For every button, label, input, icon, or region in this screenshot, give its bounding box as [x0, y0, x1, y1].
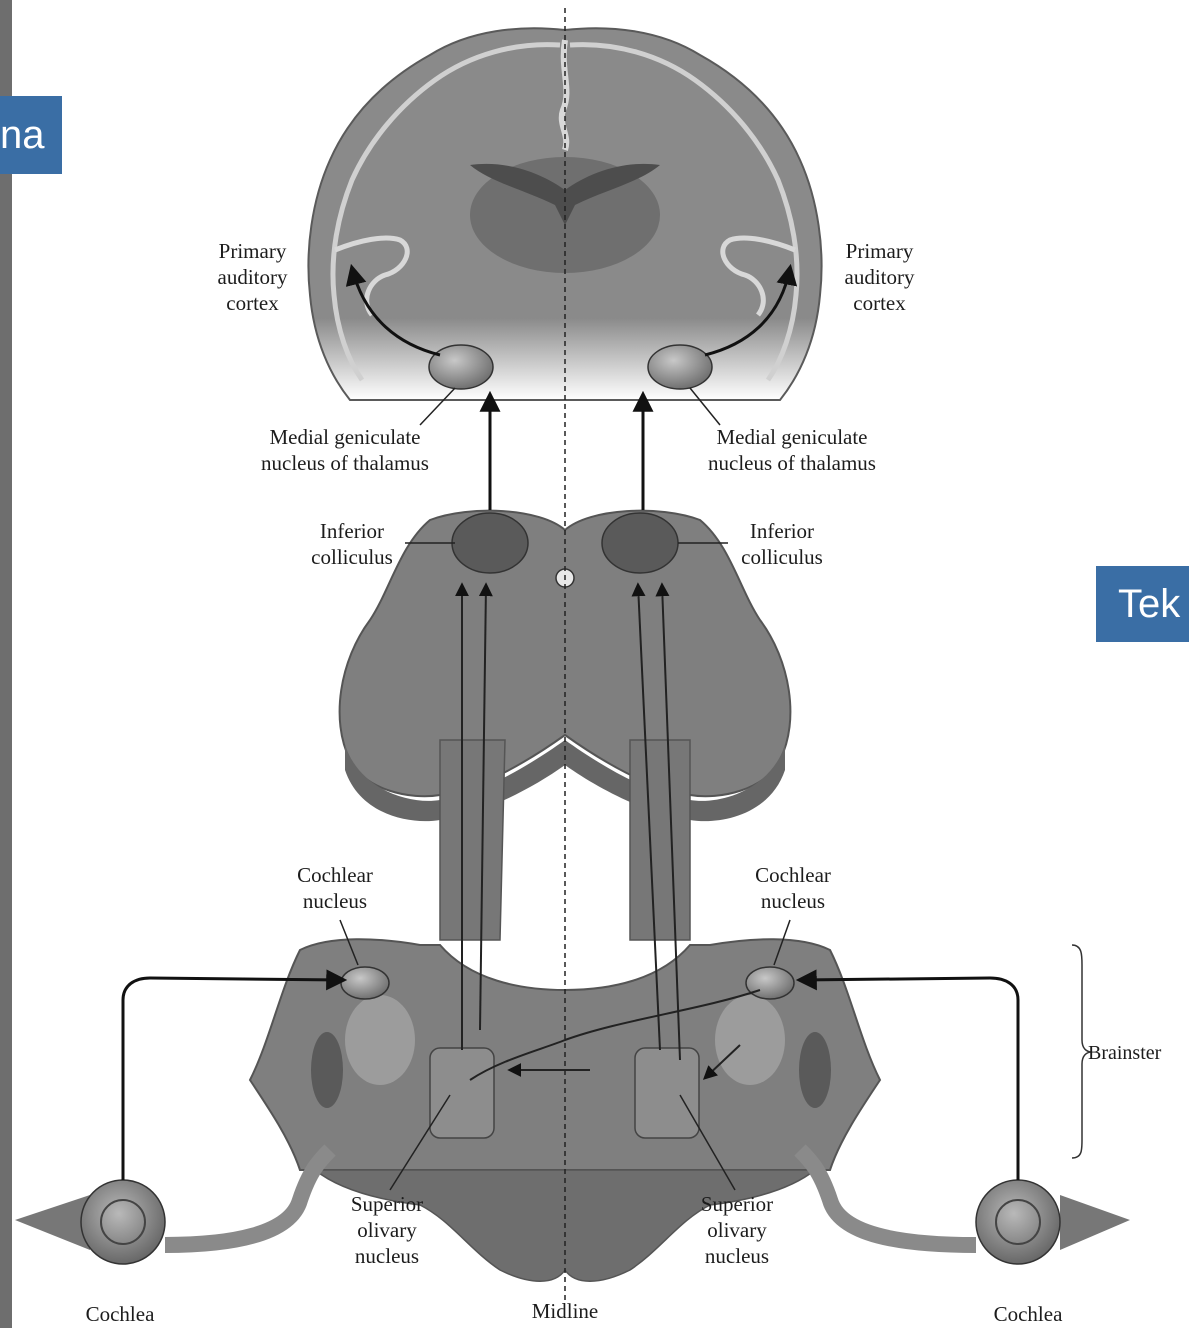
label-line: Medial geniculate	[672, 424, 912, 450]
cochlea-right-spiral	[976, 1180, 1060, 1264]
label-cochlear-nucleus-left: Cochlear nucleus	[275, 862, 395, 914]
label-line: Cochlea	[86, 1302, 155, 1326]
label-line: Superior	[677, 1191, 797, 1217]
label-line: Brainster	[1088, 1042, 1161, 1064]
brainstem-light-patch-left	[345, 995, 415, 1085]
superior-olivary-nucleus-left	[430, 1048, 494, 1138]
cochlea-left-group	[15, 1150, 330, 1264]
label-line: auditory	[822, 264, 937, 290]
label-line: Superior	[327, 1191, 447, 1217]
label-midline: Midline	[505, 1298, 625, 1324]
label-line: nucleus of thalamus	[672, 450, 912, 476]
label-line: Primary	[822, 238, 937, 264]
label-brainstem: Brainster	[1088, 1040, 1189, 1066]
label-cochlear-nucleus-right: Cochlear nucleus	[733, 862, 853, 914]
label-line: Cochlear	[733, 862, 853, 888]
inferior-colliculus-left	[452, 513, 528, 573]
label-line: Cochlear	[275, 862, 395, 888]
label-line: Midline	[532, 1299, 599, 1323]
label-line: cortex	[195, 290, 310, 316]
label-medial-geniculate-right: Medial geniculate nucleus of thalamus	[672, 424, 912, 476]
cochlear-nucleus-right	[746, 967, 794, 999]
medial-geniculate-nucleus-right	[648, 345, 712, 389]
cochlea-left-tail	[15, 1195, 90, 1250]
label-line: nucleus	[733, 888, 853, 914]
cochlea-left-spiral	[81, 1180, 165, 1264]
label-superior-olivary-nucleus-right: Superior olivary nucleus	[677, 1191, 797, 1269]
label-inferior-colliculus-right: Inferior colliculus	[722, 518, 842, 570]
inferior-olive-right	[799, 1032, 831, 1108]
cochlea-right-group	[800, 1150, 1130, 1264]
label-medial-geniculate-left: Medial geniculate nucleus of thalamus	[225, 424, 465, 476]
cochlea-right-tail	[1060, 1195, 1130, 1250]
label-primary-auditory-cortex-left: Primary auditory cortex	[195, 238, 310, 316]
label-line: nucleus	[327, 1243, 447, 1269]
label-line: nucleus	[275, 888, 395, 914]
label-line: Inferior	[722, 518, 842, 544]
lateral-lemniscus-left	[440, 740, 505, 940]
inferior-colliculus-right	[602, 513, 678, 573]
label-line: colliculus	[722, 544, 842, 570]
lateral-lemniscus-right	[630, 740, 690, 940]
label-line: nucleus	[677, 1243, 797, 1269]
brainstem-light-patch-right	[715, 995, 785, 1085]
label-line: nucleus of thalamus	[225, 450, 465, 476]
cochlear-nucleus-left	[341, 967, 389, 999]
label-line: olivary	[327, 1217, 447, 1243]
label-line: colliculus	[292, 544, 412, 570]
label-line: cortex	[822, 290, 937, 316]
label-cochlea-right: Cochlea	[968, 1301, 1088, 1327]
label-primary-auditory-cortex-right: Primary auditory cortex	[822, 238, 937, 316]
label-inferior-colliculus-left: Inferior colliculus	[292, 518, 412, 570]
label-line: auditory	[195, 264, 310, 290]
label-line: Primary	[195, 238, 310, 264]
label-superior-olivary-nucleus-left: Superior olivary nucleus	[327, 1191, 447, 1269]
label-line: Inferior	[292, 518, 412, 544]
medial-geniculate-nucleus-left	[429, 345, 493, 389]
inferior-olive-left	[311, 1032, 343, 1108]
label-cochlea-left: Cochlea	[60, 1301, 180, 1327]
superior-olivary-nucleus-right	[635, 1048, 699, 1138]
label-line: olivary	[677, 1217, 797, 1243]
label-line: Medial geniculate	[225, 424, 465, 450]
label-line: Cochlea	[994, 1302, 1063, 1326]
